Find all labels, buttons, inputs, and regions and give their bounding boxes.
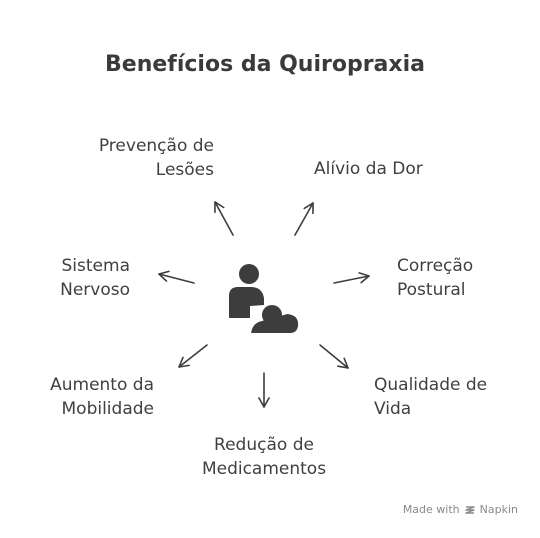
chiropractor-patient-icon xyxy=(229,264,301,335)
node-alivio-line1: Alívio da Dor xyxy=(314,159,423,179)
node-qualidade-line2: Vida xyxy=(374,399,412,419)
node-alivio: Alívio da Dor xyxy=(314,157,423,181)
arrow-prevencao xyxy=(214,201,234,236)
node-prevencao-line1: Prevenção de xyxy=(98,136,214,156)
node-prevencao-line2: Lesões xyxy=(155,160,214,180)
watermark-brand: Napkin xyxy=(479,503,518,516)
arrow-mobilidade xyxy=(178,344,208,368)
node-sistema: Sistema Nervoso xyxy=(60,254,130,302)
node-reducao-line2: Medicamentos xyxy=(201,459,327,479)
node-mobilidade-line1: Aumento da xyxy=(50,375,154,395)
node-prevencao: Prevenção de Lesões xyxy=(99,134,214,182)
node-reducao: Redução de Medicamentos xyxy=(184,433,344,481)
arrow-sistema xyxy=(158,270,195,284)
watermark[interactable]: Made with Napkin xyxy=(403,503,518,516)
node-sistema-line2: Nervoso xyxy=(60,280,130,300)
node-mobilidade: Aumento da Mobilidade xyxy=(50,373,154,421)
arrow-qualidade xyxy=(319,344,349,369)
arrow-correcao xyxy=(333,272,370,284)
node-correcao: Correção Postural xyxy=(397,254,473,302)
node-mobilidade-line2: Mobilidade xyxy=(61,399,155,419)
node-correcao-line1: Correção xyxy=(397,256,474,276)
node-qualidade: Qualidade de Vida xyxy=(374,373,487,421)
node-reducao-line1: Redução de xyxy=(214,435,314,455)
arrow-alivio xyxy=(294,202,314,236)
node-sistema-line1: Sistema xyxy=(61,256,130,276)
napkin-logo-icon xyxy=(464,505,475,514)
watermark-prefix: Made with xyxy=(402,503,460,516)
node-qualidade-line1: Qualidade de xyxy=(374,375,488,395)
node-correcao-line2: Postural xyxy=(397,280,466,300)
diagram-title: Benefícios da Quiropraxia xyxy=(105,52,425,77)
